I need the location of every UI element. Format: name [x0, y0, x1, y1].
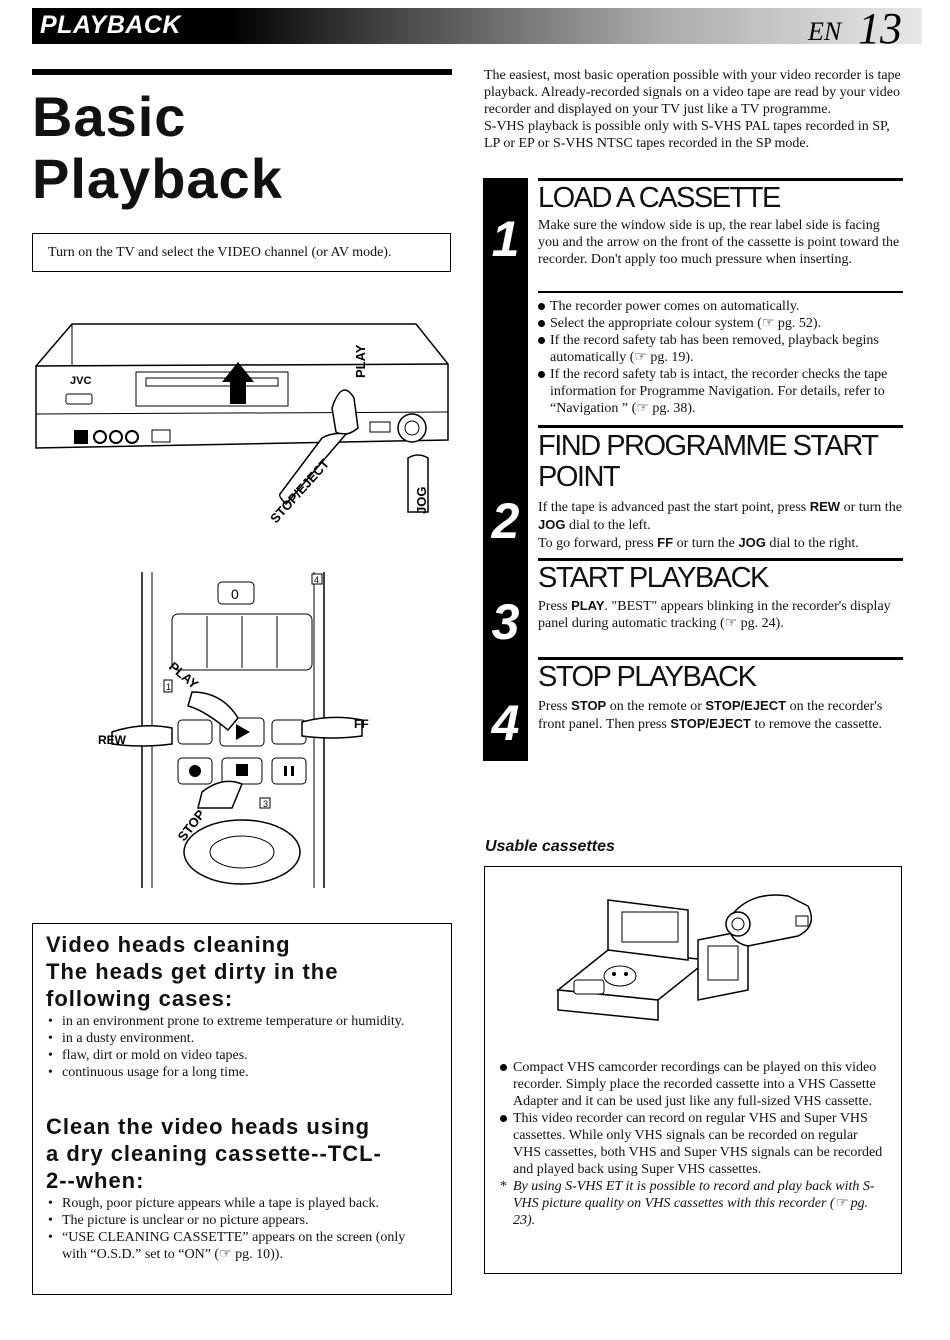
cleaning-when-list: Rough, poor picture appears while a tape… [48, 1195, 418, 1263]
usable-item: This video recorder can record on regula… [499, 1110, 884, 1178]
head-cleaning-box [32, 923, 452, 1295]
cleaning-heading-line: The heads get dirty in the [46, 959, 339, 984]
step-1-bullet: If the record safety tab has been remove… [538, 332, 903, 366]
dirty-case-item: in a dusty environment. [48, 1030, 418, 1047]
text-span: dial to the left. [565, 518, 651, 533]
title-rule [32, 69, 452, 75]
text-span: on the remote or [606, 699, 706, 714]
step-1-bullet: The recorder power comes on automaticall… [538, 298, 903, 315]
step-4-heading: STOP PLAYBACK [538, 661, 757, 693]
intro-paragraph-2: S-VHS playback is possible only with S-V… [484, 119, 890, 151]
text-span: . "BEST" appears blinking in the recorde… [538, 599, 891, 631]
remote-zero-key: 0 [231, 586, 239, 602]
step-2-heading: FIND PROGRAMME START POINT [538, 430, 878, 493]
text-span: Press [538, 599, 572, 614]
cleaning-heading-2: Clean the video heads using a dry cleani… [46, 1113, 426, 1194]
dirty-cases-list: in an environment prone to extreme tempe… [48, 1013, 418, 1081]
step-1-bullet: If the record safety tab is intact, the … [538, 366, 903, 417]
step-3-number: 3 [491, 594, 520, 650]
step-3-rule [538, 558, 903, 561]
steps-number-bar [483, 178, 528, 761]
cleaning-heading-line: Video heads cleaning [46, 932, 291, 957]
intro-text: The easiest, most basic operation possib… [484, 67, 904, 152]
step-2-number: 2 [491, 493, 520, 549]
cleaning-when-item: “USE CLEANING CASSETTE” appears on the s… [48, 1229, 418, 1263]
page-number: 13 [858, 4, 902, 53]
jog-key: JOG [538, 517, 566, 532]
page-title-line2: Playback [32, 147, 283, 210]
stop-eject-key: STOP/EJECT [705, 698, 787, 713]
step-2-text: If the tape is advanced past the start p… [538, 498, 903, 552]
step-1-heading: LOAD A CASSETTE [538, 182, 781, 214]
remote-rew-label: REW [98, 733, 127, 747]
ff-key: FF [657, 535, 674, 550]
step-1-rule [538, 178, 903, 181]
section-title: PLAYBACK [40, 11, 182, 39]
header-bar [32, 8, 922, 44]
vcr-play-label: PLAY [353, 344, 368, 378]
text-span: If the tape is advanced past the start p… [538, 500, 810, 515]
remote-control-illustration: 0 4 1 3 REW FF PLAY STOP [98, 572, 369, 888]
usable-cassettes-box [484, 866, 902, 1274]
text-span: to remove the cassette. [751, 717, 883, 732]
dirty-case-item: flaw, dirt or mold on video tapes. [48, 1047, 418, 1064]
step-1-number: 1 [491, 211, 520, 267]
text-span: To go forward, press [538, 536, 658, 551]
step-1-bullet: Select the appropriate colour system (☞ … [538, 315, 903, 332]
step-2-rule [538, 425, 903, 428]
step-4-text: Press STOP on the remote or STOP/EJECT o… [538, 697, 903, 733]
preparation-note: Turn on the TV and select the VIDEO chan… [32, 233, 451, 272]
stop-key: STOP [571, 698, 607, 713]
usable-cassettes-list: Compact VHS camcorder recordings can be … [499, 1059, 884, 1229]
intro-paragraph-1: The easiest, most basic operation possib… [484, 68, 901, 117]
remote-ff-label: FF [354, 717, 369, 731]
cleaning-heading-1: Video heads cleaning The heads get dirty… [46, 931, 426, 1012]
stop-eject-key: STOP/EJECT [670, 716, 752, 731]
step-1-text: Make sure the window side is up, the rea… [538, 218, 900, 267]
text-span: dial to the right. [765, 536, 859, 551]
text-span: on the recorder's front panel. Then pres… [538, 699, 883, 732]
vcr-brand-logo: JVC [70, 375, 91, 387]
rew-key: REW [809, 499, 841, 514]
vcr-front-panel-illustration: JVC PLAY STOP/EJECT JOG [35, 323, 449, 526]
remote-marker-1: 1 [166, 682, 171, 692]
step-1-divider [538, 291, 903, 293]
text-span: or turn the [673, 536, 739, 551]
remote-marker-3: 3 [263, 799, 268, 809]
step-3-text: Press PLAY. "BEST" appears blinking in t… [538, 597, 903, 632]
cassette-adapter-illustration [556, 894, 813, 1021]
step-4-number: 4 [491, 695, 520, 751]
vcr-jog-label: JOG [414, 487, 429, 514]
language-label: EN [808, 17, 842, 46]
step-3-heading: START PLAYBACK [538, 562, 769, 594]
usable-cassettes-title: Usable cassettes [485, 838, 615, 855]
text-span: or turn the [840, 500, 902, 515]
remote-marker-4: 4 [314, 575, 319, 585]
cleaning-heading-line: a dry cleaning cassette--TCL- [46, 1141, 382, 1166]
usable-note: By using S-VHS ET it is possible to reco… [499, 1178, 884, 1229]
page-title: Basic Playback [32, 86, 432, 210]
usable-item: Compact VHS camcorder recordings can be … [499, 1059, 884, 1110]
cleaning-when-item: Rough, poor picture appears while a tape… [48, 1195, 418, 1212]
dirty-case-item: in an environment prone to extreme tempe… [48, 1013, 418, 1030]
jog-key: JOG [738, 535, 766, 550]
cleaning-heading-line: following cases: [46, 986, 234, 1011]
vcr-stop-eject-label: STOP/EJECT [267, 456, 332, 526]
cleaning-when-item: The picture is unclear or no picture app… [48, 1212, 418, 1229]
play-key: PLAY [571, 598, 605, 613]
cleaning-heading-line: 2--when: [46, 1168, 145, 1193]
dirty-case-item: continuous usage for a long time. [48, 1064, 418, 1081]
step-1-bullets: The recorder power comes on automaticall… [538, 298, 903, 417]
page-title-line1: Basic [32, 85, 187, 148]
text-span: Press [538, 699, 572, 714]
cleaning-heading-line: Clean the video heads using [46, 1114, 371, 1139]
step-4-rule [538, 657, 903, 660]
